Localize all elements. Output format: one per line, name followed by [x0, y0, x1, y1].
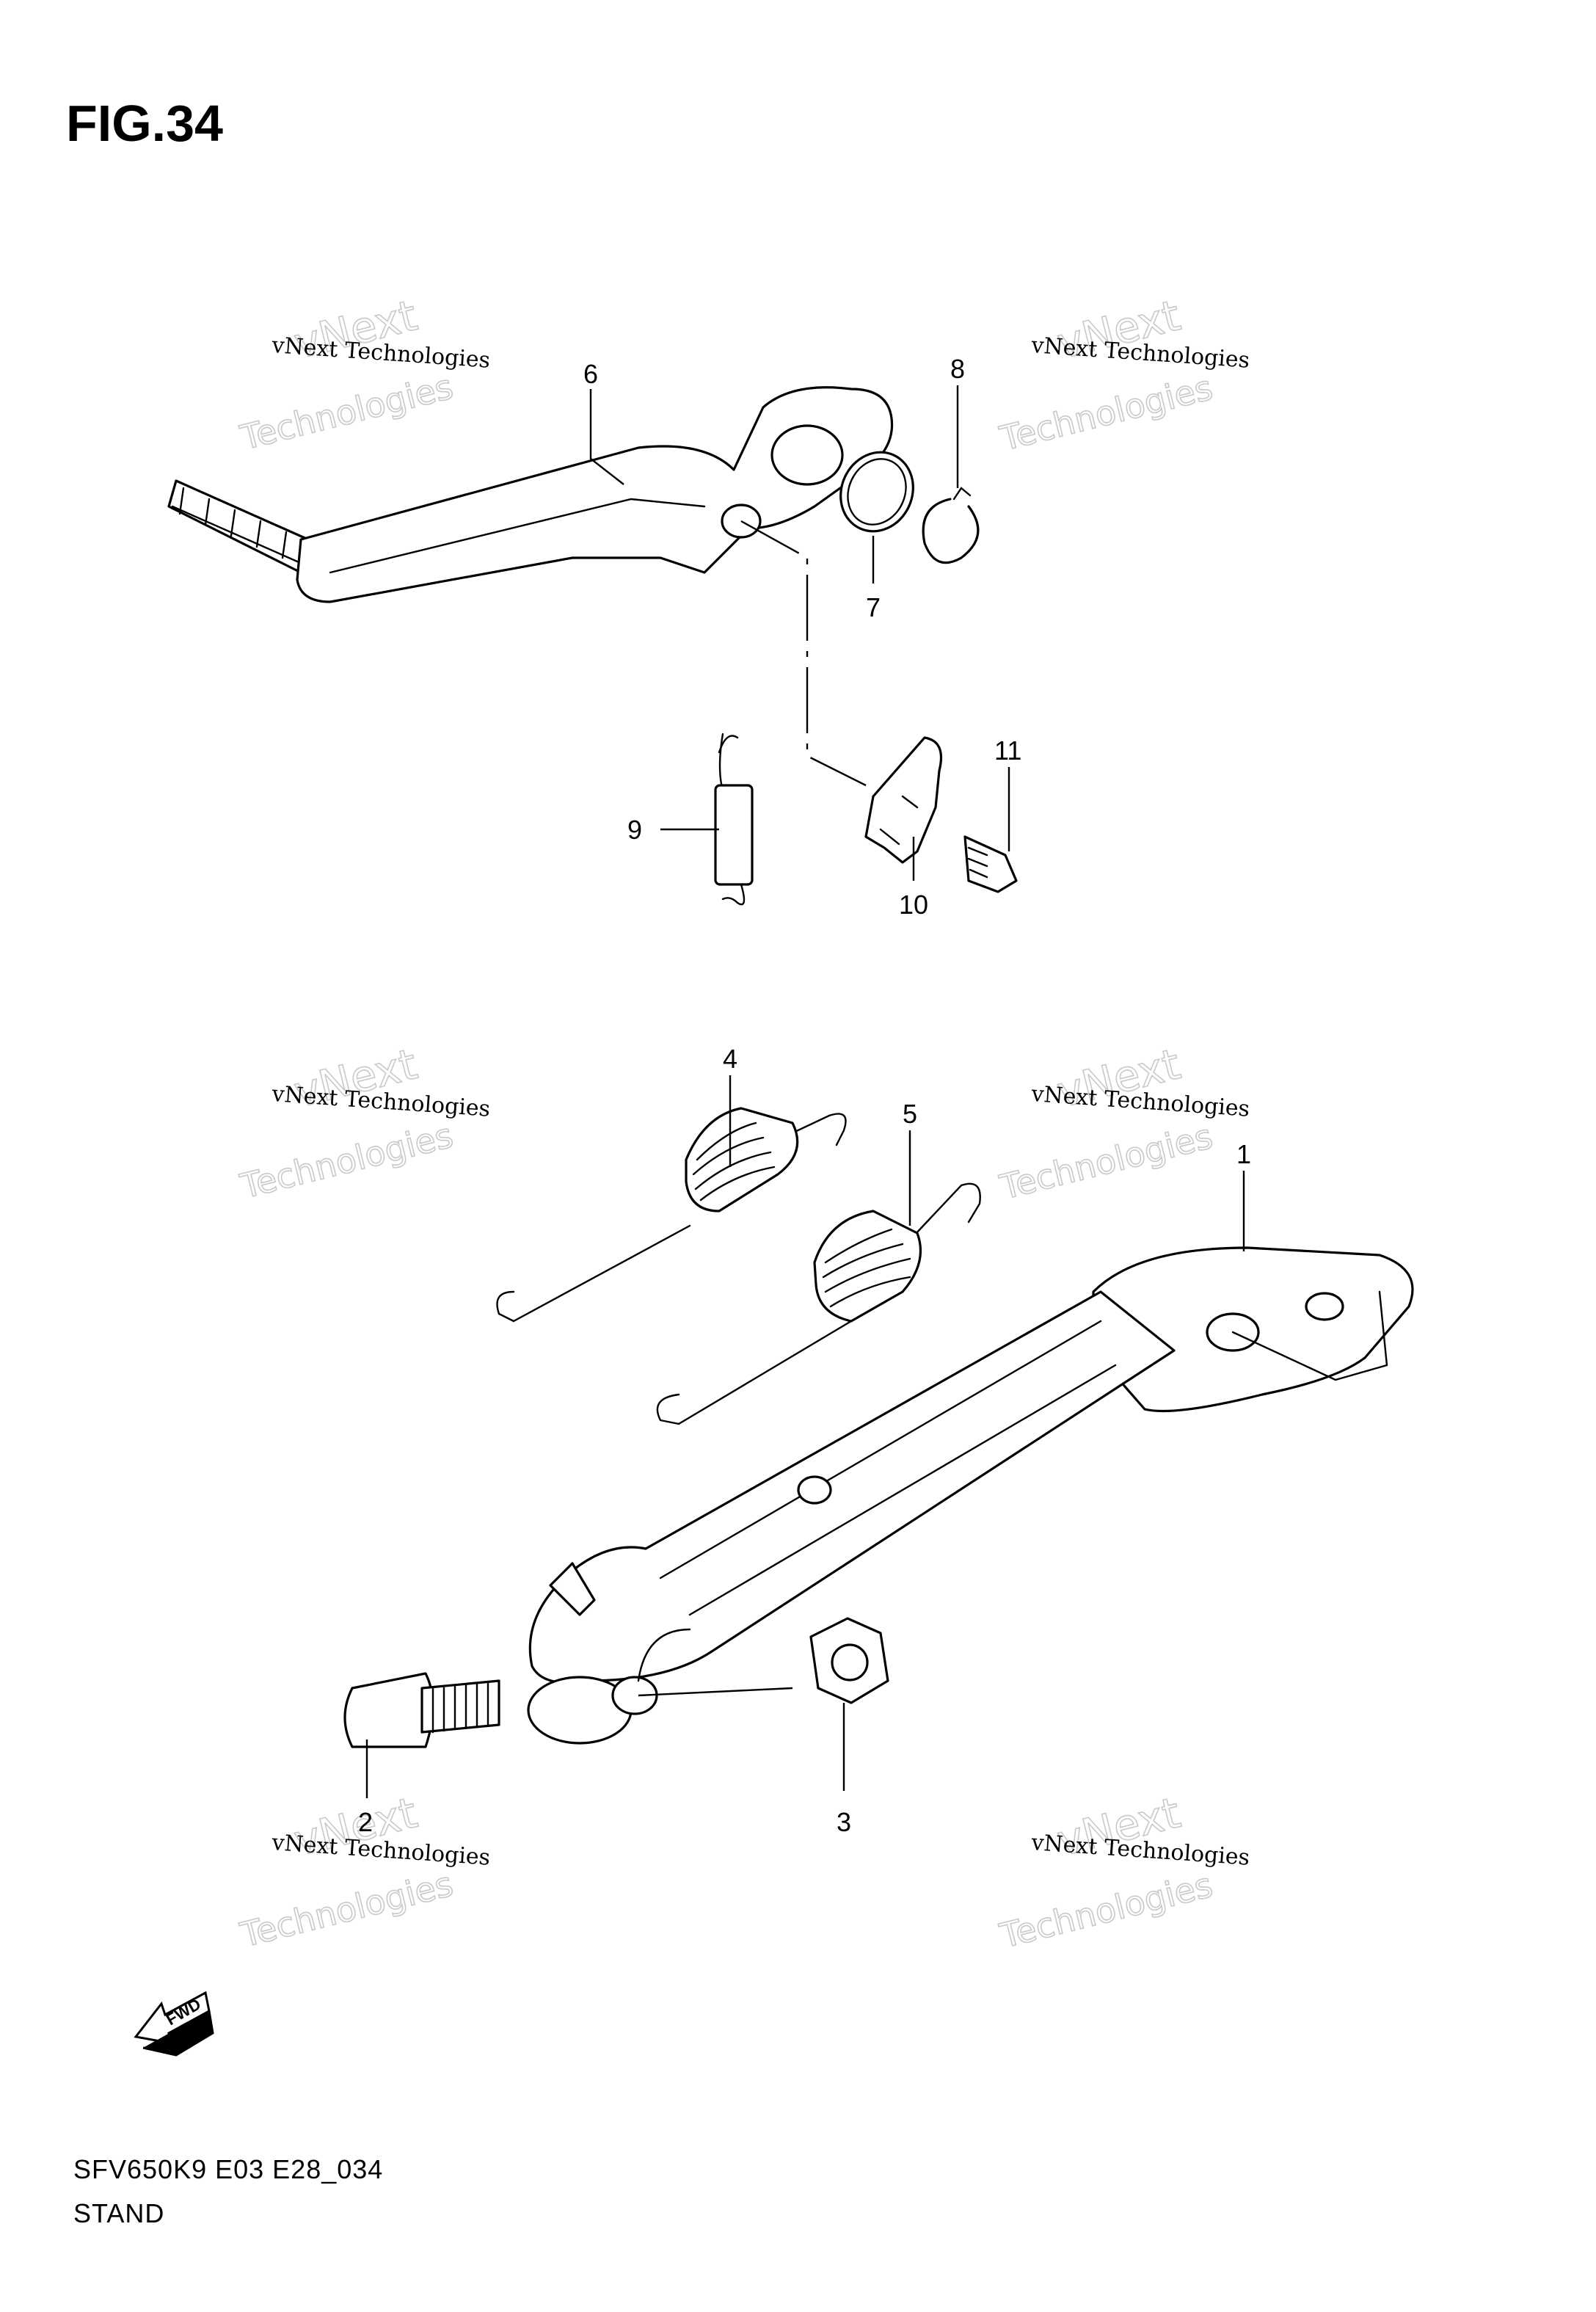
watermark-mid-left: vNext Technologies vNext Technologies: [236, 1039, 491, 1207]
watermark-mid-right: vNext Technologies vNext Technologies: [995, 1039, 1250, 1208]
callout-9: 9: [627, 815, 642, 845]
callout-7: 7: [866, 592, 881, 622]
leader-lines: [365, 385, 1245, 1798]
model-code: SFV650K9 E03 E28_034: [73, 2154, 384, 2184]
section-name: STAND: [73, 2198, 165, 2228]
stand-nut-part-3[interactable]: [809, 1617, 889, 1704]
forward-arrow-icon: FWD: [134, 1991, 214, 2057]
svg-text:Technologies: Technologies: [996, 368, 1217, 459]
callout-11: 11: [994, 735, 1021, 766]
stand-bolt-part-2[interactable]: [343, 1672, 500, 1748]
pedal-spring-part-9[interactable]: [714, 733, 754, 906]
o-ring-part-7[interactable]: [828, 440, 925, 543]
callout-8: 8: [950, 354, 965, 384]
svg-text:Technologies: Technologies: [996, 1865, 1217, 1956]
bracket-part-10[interactable]: [864, 736, 943, 864]
callout-1: 1: [1236, 1139, 1251, 1169]
callout-6: 6: [583, 359, 598, 389]
stand-spring-part-4[interactable]: [496, 1107, 847, 1323]
bolt-part-11[interactable]: [963, 835, 1018, 893]
callout-10: 10: [899, 890, 928, 920]
svg-text:Technologies: Technologies: [236, 1864, 457, 1955]
svg-text:Technologies: Technologies: [236, 366, 457, 457]
svg-text:Technologies: Technologies: [996, 1116, 1217, 1207]
callout-4: 4: [723, 1044, 737, 1074]
watermark-bottom-right: vNext Technologies vNext Technologies: [995, 1787, 1250, 1957]
watermark-top-right: vNext Technologies vNext Technologies: [995, 290, 1250, 459]
watermark-top-left: vNext Technologies vNext Technologies: [236, 290, 491, 459]
side-stand-part-1[interactable]: [527, 1246, 1414, 1745]
brake-pedal-part-6[interactable]: [167, 386, 894, 603]
figure-title: FIG.34: [66, 95, 223, 152]
assembly-dash-line: [740, 520, 867, 787]
stand-spring-part-5[interactable]: [656, 1182, 981, 1425]
svg-text:Technologies: Technologies: [236, 1115, 457, 1206]
callout-5: 5: [903, 1099, 917, 1129]
callout-3: 3: [837, 1807, 851, 1837]
circlip-part-8[interactable]: [922, 487, 980, 564]
callout-2: 2: [358, 1807, 373, 1837]
